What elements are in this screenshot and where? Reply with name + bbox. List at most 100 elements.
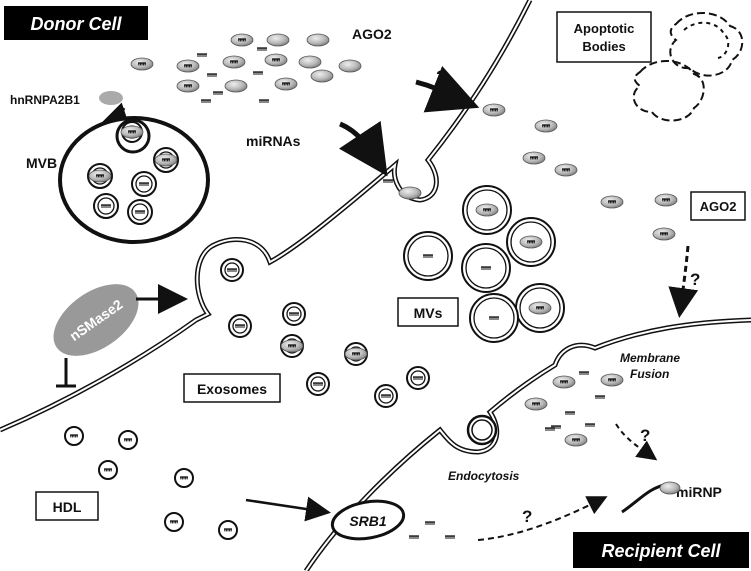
arrow-fusion-mirnp — [615, 423, 658, 461]
mirna-glyph — [413, 376, 423, 380]
mirna-glyph — [545, 427, 555, 431]
mirna-glyph — [608, 378, 616, 382]
question-mark-mirnp: ? — [640, 426, 650, 445]
mirna-glyph — [532, 402, 540, 406]
mirna-glyph — [184, 84, 192, 88]
mirna-glyph — [197, 53, 207, 57]
mirna-glyph — [289, 312, 299, 316]
hnrnpa2b1-label: hnRNPA2B1 — [10, 93, 80, 107]
mirna-glyph — [138, 62, 146, 66]
arrow-ago2-release — [415, 65, 480, 113]
hdl-box: HDL — [35, 491, 99, 521]
srb1-receptor: SRB1 — [330, 499, 406, 541]
ago2-box-text: AGO2 — [700, 199, 737, 214]
ago2-protein — [266, 33, 290, 47]
ago2-protein — [310, 69, 334, 83]
mirna-glyph — [101, 204, 111, 208]
mirna-glyph — [572, 438, 580, 442]
question-mark-top: ? — [436, 67, 446, 86]
mirna-glyph — [128, 130, 136, 134]
mirna-glyph — [96, 174, 104, 178]
mirna-glyph — [565, 411, 575, 415]
mirna-glyph — [104, 468, 112, 472]
hnrnpa2b1-protein — [99, 91, 123, 105]
mirna-glyph — [313, 382, 323, 386]
exosomes-box-text: Exosomes — [197, 381, 267, 397]
mirna-glyph — [170, 520, 178, 524]
mirna-glyph — [595, 395, 605, 399]
mirna-glyph — [562, 168, 570, 172]
mirna-glyph — [585, 423, 595, 427]
ago2-protein — [298, 55, 322, 69]
srb1-text: SRB1 — [349, 513, 387, 529]
mirna-glyph — [207, 73, 217, 77]
mirnp-complex — [621, 481, 681, 514]
arrow-mirnas-mv — [338, 120, 388, 177]
ago2-protein — [224, 79, 248, 93]
mvs-box: MVs — [397, 297, 459, 327]
mirna-glyph — [608, 200, 616, 204]
mirna-glyph — [423, 254, 433, 258]
mirna-glyph — [201, 99, 211, 103]
mirna-glyph — [660, 232, 668, 236]
recipient-cell-label: Recipient Cell — [573, 532, 749, 568]
mirna-glyph — [536, 306, 544, 310]
arrow-hdl-srb1 — [245, 496, 331, 522]
mirna-glyph — [383, 179, 393, 183]
mirna-glyph — [527, 240, 535, 244]
mirna-glyph — [235, 324, 245, 328]
mirna-glyph — [483, 208, 491, 212]
recipient-cell-text: Recipient Cell — [601, 541, 721, 561]
mirna-glyph — [184, 64, 192, 68]
mirna-glyph — [227, 268, 237, 272]
donor-cell-text: Donor Cell — [30, 14, 122, 34]
mvb-label: MVB — [26, 155, 57, 171]
ago2-box: AGO2 — [690, 191, 746, 221]
mirna-glyph — [124, 438, 132, 442]
nsmase2-enzyme: nSMase2 — [53, 284, 139, 356]
mirna-glyph — [213, 91, 223, 95]
mirna-glyph — [139, 182, 149, 186]
endocytosis-label: Endocytosis — [448, 469, 520, 483]
hdl-box-text: HDL — [53, 499, 82, 515]
membrane-fusion-label-2: Fusion — [630, 367, 669, 381]
apoptotic-text-1: Apoptotic — [574, 21, 635, 36]
mirna-glyph — [490, 108, 498, 112]
mirna-glyph — [162, 158, 170, 162]
mirna-glyph — [288, 344, 296, 348]
mirna-glyph — [352, 352, 360, 356]
inhibition-symbol — [56, 358, 76, 388]
apoptotic-bodies-box: Apoptotic Bodies — [556, 11, 652, 63]
apoptotic-bodies — [632, 11, 744, 122]
mvs-box-text: MVs — [414, 305, 443, 321]
arrow-srb1-mirnp — [477, 496, 608, 541]
mirna-glyph — [282, 82, 290, 86]
ago2-protein — [306, 33, 330, 47]
question-mark-srb1: ? — [522, 507, 532, 526]
mirna-glyph — [489, 316, 499, 320]
arrow-ago2-recipient — [668, 245, 699, 318]
mirna-glyph — [560, 380, 568, 384]
mirna-glyph — [445, 535, 455, 539]
ago2-protein — [338, 59, 362, 73]
question-mark-right: ? — [690, 270, 700, 289]
mirna-glyph — [135, 210, 145, 214]
mirna-glyph — [180, 476, 188, 480]
mirnp-label: miRNP — [676, 484, 722, 500]
mirna-glyph — [579, 371, 589, 375]
membrane-fusion-label-1: Membrane — [620, 351, 680, 365]
exosomes-box: Exosomes — [183, 373, 281, 403]
mirna-glyph — [70, 434, 78, 438]
mirna-glyph — [381, 394, 391, 398]
ago2-top-label: AGO2 — [352, 26, 392, 42]
mirna-glyph — [409, 535, 419, 539]
mirna-glyph — [662, 198, 670, 202]
mirnas-label: miRNAs — [246, 133, 301, 149]
particles-layer — [64, 33, 678, 540]
mirna-glyph — [257, 47, 267, 51]
ago2-protein — [398, 186, 422, 200]
mirna-glyph — [259, 99, 269, 103]
mirna-glyph — [224, 528, 232, 532]
